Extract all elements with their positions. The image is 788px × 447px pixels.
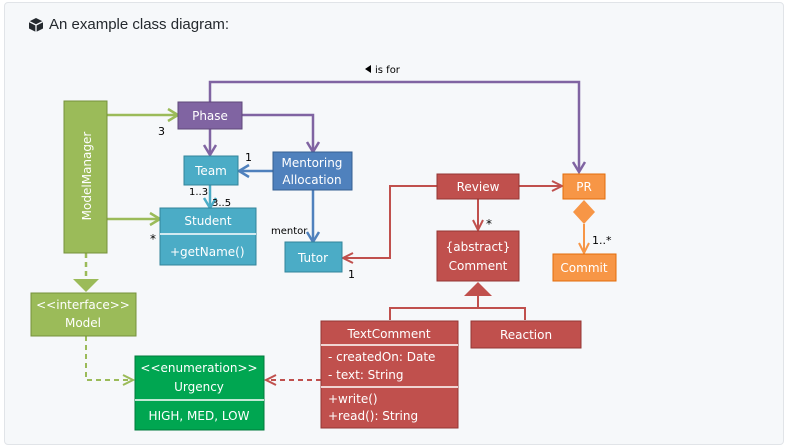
phase-pr-association: [208, 80, 587, 175]
comment-name-line2: Comment: [449, 259, 508, 273]
model-name-line2: Model: [65, 316, 101, 330]
reaction-name: Reaction: [500, 328, 552, 342]
class-commit: Commit: [552, 253, 617, 282]
label-team-multiplicity: 1: [245, 151, 252, 164]
label-tutor-multiplicity: 1: [348, 268, 355, 281]
class-student: Student +getName(): [159, 207, 257, 266]
review-comment-composition: [472, 199, 484, 233]
class-review: Review: [436, 173, 520, 200]
diagram-heading: An example class diagram:: [28, 16, 229, 33]
mentoring-team-association: [236, 163, 273, 179]
modelmanager-model-realization: [73, 253, 99, 292]
class-model-interface: <<interface>> Model: [30, 292, 137, 337]
textcomment-name: TextComment: [346, 327, 430, 341]
modelmanager-name: ModelManager: [80, 132, 94, 221]
modelmanager-student-association: [107, 211, 163, 227]
urgency-values: HIGH, MED, LOW: [149, 409, 250, 423]
pr-commit-composition: [573, 200, 595, 256]
comment-inheritance: [389, 282, 526, 320]
textcomment-attr-createdon: - createdOn: Date: [328, 350, 435, 364]
is-for-direction-icon: [365, 65, 371, 73]
textcomment-method-write: +write(): [328, 392, 378, 406]
class-mentoring-allocation: Mentoring Allocation: [272, 151, 353, 191]
mentoring-tutor-association: [305, 190, 321, 245]
commit-name: Commit: [560, 261, 607, 275]
label-mentor-role: mentor: [271, 226, 308, 237]
model-name-line1: <<interface>>: [36, 298, 130, 312]
review-name: Review: [457, 180, 500, 194]
label-student-multiplicity: *: [150, 232, 156, 246]
class-pr: PR: [562, 173, 606, 200]
tutor-name: Tutor: [297, 251, 328, 265]
label-team-student-to: 3..5: [212, 198, 231, 209]
phase-mentoring-association: [242, 113, 321, 155]
class-phase: Phase: [177, 101, 243, 130]
class-tutor: Tutor: [284, 241, 343, 273]
pr-name: PR: [576, 180, 592, 194]
class-urgency-enumeration: <<enumeration>> Urgency HIGH, MED, LOW: [134, 355, 265, 431]
class-modelmanager: ModelManager: [63, 100, 108, 254]
label-phase-multiplicity: 3: [158, 125, 165, 138]
label-comment-multiplicity: *: [486, 217, 492, 231]
modelmanager-phase-association: [107, 107, 181, 123]
phase-name: Phase: [192, 109, 228, 123]
package-icon: [28, 17, 44, 32]
label-team-student-from: 1..3: [189, 187, 208, 198]
textcomment-method-read: +read(): String: [328, 409, 418, 423]
class-comment: {abstract} Comment: [436, 230, 520, 282]
textcomment-urgency-dependency: [263, 374, 321, 386]
review-tutor-association: [340, 185, 437, 264]
review-pr-association: [519, 180, 565, 192]
mentoring-name-line2: Allocation: [282, 173, 341, 187]
mentoring-name-line1: Mentoring: [282, 156, 343, 170]
student-method: +getName(): [170, 245, 245, 259]
heading-text: An example class diagram:: [49, 16, 230, 33]
class-textcomment: TextComment - createdOn: Date - text: St…: [320, 320, 459, 429]
phase-team-composition: [202, 129, 218, 158]
team-name: Team: [194, 164, 227, 178]
comment-name-line1: {abstract}: [446, 240, 511, 254]
textcomment-attr-text: - text: String: [328, 368, 404, 382]
label-is-for: is for: [375, 65, 401, 76]
urgency-name-line2: Urgency: [174, 380, 224, 394]
label-commit-multiplicity: 1..*: [592, 234, 612, 247]
student-name: Student: [184, 214, 232, 228]
class-team: Team: [183, 155, 239, 186]
class-reaction: Reaction: [470, 320, 582, 349]
urgency-name-line1: <<enumeration>>: [140, 361, 257, 375]
model-urgency-dependency: [85, 336, 136, 386]
